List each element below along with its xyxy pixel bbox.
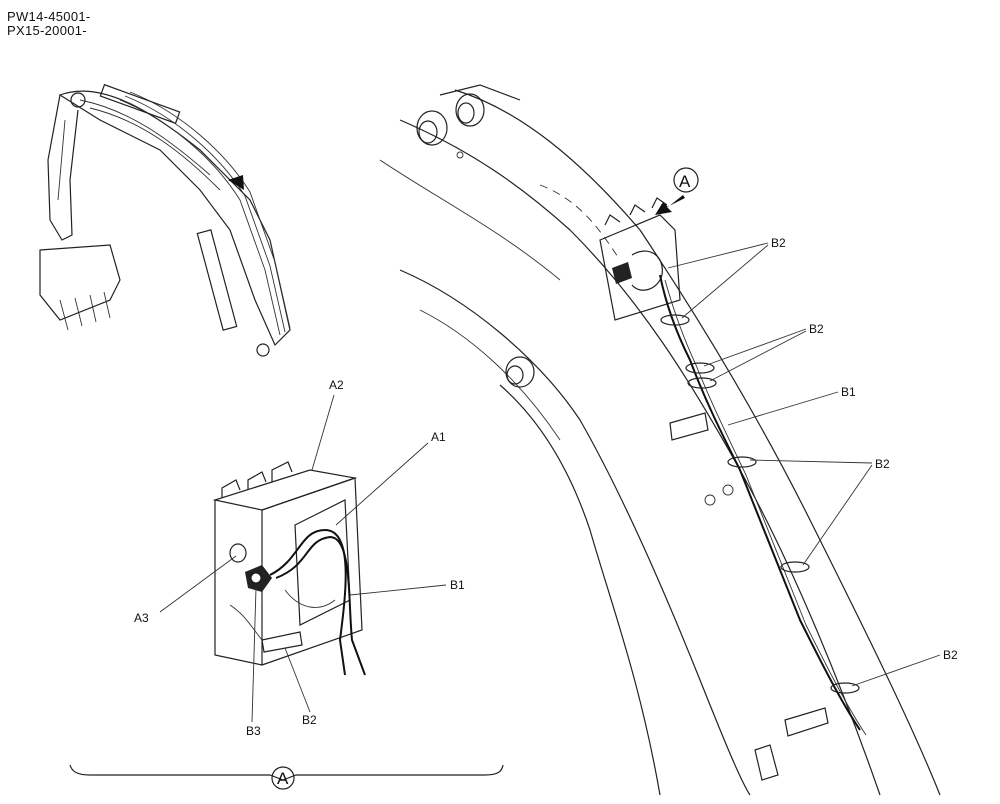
label-b1-boom: B1 xyxy=(841,385,856,399)
boom-view: A B2 B2 B1 B2 B2 xyxy=(379,84,958,796)
view-callout-a: A xyxy=(277,769,289,788)
label-a1: A1 xyxy=(431,430,446,444)
label-b2-detail: B2 xyxy=(302,713,317,727)
serial-range-1: PW14-45001- xyxy=(7,9,91,24)
label-b1-detail: B1 xyxy=(450,578,465,592)
label-b2-boom-1: B2 xyxy=(771,236,786,250)
label-b2-boom-4: B2 xyxy=(943,648,958,662)
label-a3: A3 xyxy=(134,611,149,625)
label-b3: B3 xyxy=(246,724,261,738)
serial-range-2: PX15-20001- xyxy=(7,23,87,38)
label-b2-boom-3: B2 xyxy=(875,457,890,471)
label-a2: A2 xyxy=(329,378,344,392)
detail-callout-a: A xyxy=(679,172,691,191)
label-b2-boom-2: B2 xyxy=(809,322,824,336)
excavator-overview-sketch xyxy=(39,83,291,357)
detail-view-a: A2 A1 A3 B1 B3 B2 A xyxy=(69,378,504,790)
